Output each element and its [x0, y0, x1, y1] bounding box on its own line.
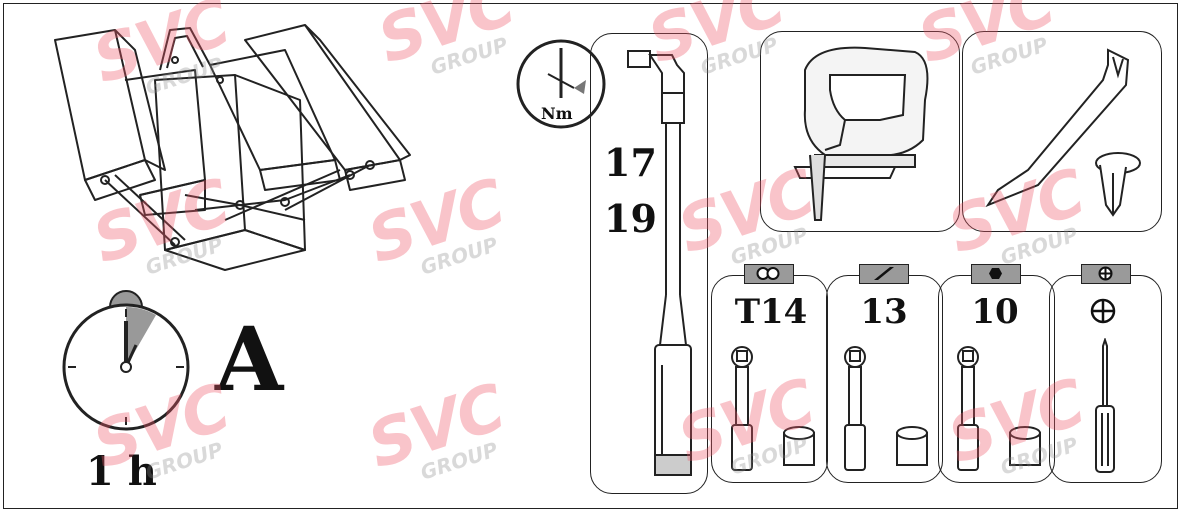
torque-icon [516, 39, 606, 129]
socket-size-13: 13 [860, 292, 908, 332]
screwdriver-icon [1095, 338, 1115, 473]
toolbox-icon [54, 24, 411, 271]
duration-label: 1 h [86, 448, 157, 495]
phillips-icon [1081, 264, 1131, 284]
torx-icon [744, 264, 794, 284]
torque-wrench-panel [590, 33, 708, 494]
socket-size-t14: T14 [734, 292, 808, 332]
ratchet-socket-icon [957, 346, 1041, 471]
jigsaw-icon [793, 46, 929, 221]
sheet-frame [3, 3, 1178, 509]
hex-socket-icon [971, 264, 1021, 284]
ratchet-socket-icon [731, 346, 815, 471]
torque-unit: Nm [541, 104, 573, 123]
trim-removal-tool-icon [985, 48, 1141, 217]
torque-wrench-icon [627, 50, 692, 476]
ratchet-socket-icon [844, 346, 928, 471]
clock-icon [62, 290, 190, 431]
hex-key-icon [859, 264, 909, 284]
trim-tool-panel [962, 31, 1162, 232]
socket-size-10: 10 [971, 292, 1019, 332]
jigsaw-panel [760, 31, 960, 232]
wrench-size-2: 19 [604, 196, 657, 241]
wrench-size-1: 17 [604, 140, 657, 185]
difficulty-badge: A [215, 307, 284, 411]
phillips-head-icon [1090, 298, 1116, 324]
